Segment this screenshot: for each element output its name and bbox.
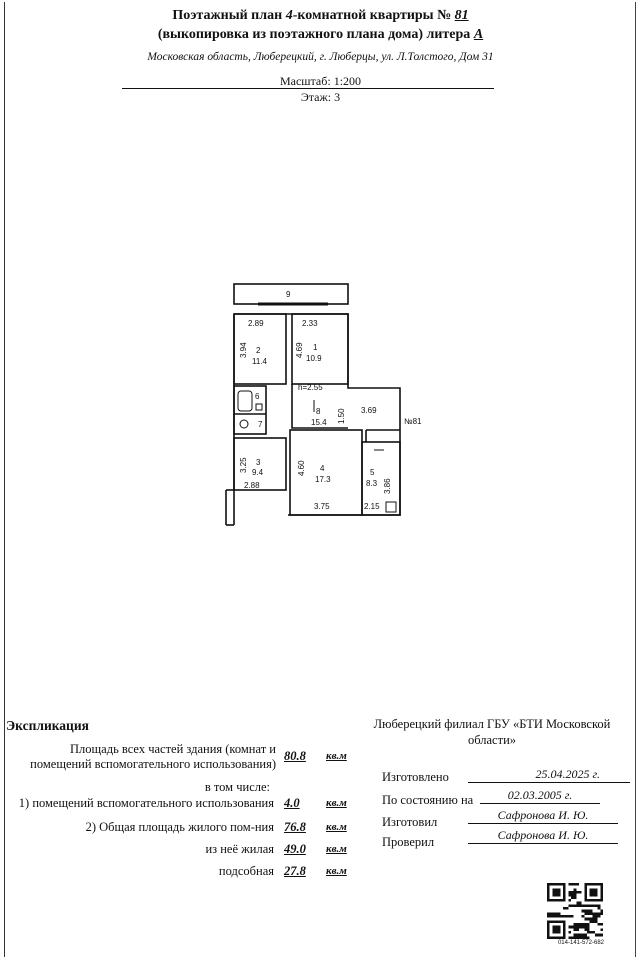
room-8-number: 8 bbox=[316, 407, 321, 416]
apartment-number: 81 bbox=[454, 8, 469, 23]
room-3-area: 9.4 bbox=[252, 468, 264, 477]
room-5-width: 2.15 bbox=[364, 502, 380, 511]
floor-plan: 9 2.89 2 11.4 3.94 2.33 1 10.9 4.69 h=2.… bbox=[225, 283, 422, 526]
room-4-number: 4 bbox=[320, 464, 325, 473]
made-label: Изготовлено bbox=[382, 770, 449, 784]
ceiling-height: h=2.55 bbox=[298, 383, 323, 392]
room-1-number: 1 bbox=[313, 343, 318, 352]
room-4-width: 3.75 bbox=[314, 502, 330, 511]
room-2-width: 2.89 bbox=[248, 319, 264, 328]
scale: Масштаб: 1:200 bbox=[279, 74, 362, 88]
room-2-area: 11.4 bbox=[252, 357, 268, 366]
qr-code bbox=[547, 883, 603, 939]
document-subtitle: (выкопировка из поэтажного плана дома) л… bbox=[157, 27, 484, 42]
checked-label: Проверил bbox=[382, 835, 435, 849]
room-3-width: 2.88 bbox=[244, 481, 260, 490]
room-5-number: 5 bbox=[370, 468, 375, 477]
explication-title: Экспликация bbox=[6, 718, 89, 733]
room-5-area: 8.3 bbox=[366, 479, 378, 488]
state-label: По состоянию на bbox=[382, 793, 474, 807]
state-date: 02.03.2005 г. bbox=[480, 788, 600, 804]
room-8-width: 3.69 bbox=[361, 406, 377, 415]
made-by-label: Изготовил bbox=[382, 815, 438, 829]
room-3-depth: 3.25 bbox=[239, 457, 248, 473]
room-3-number: 3 bbox=[256, 458, 261, 467]
balcony-label: 9 bbox=[286, 290, 291, 299]
room-1-width: 2.33 bbox=[302, 319, 318, 328]
balcony-outline bbox=[233, 283, 349, 305]
document-title: Поэтажный план 4-комнатной квартиры № 81 bbox=[172, 8, 469, 23]
room-8-area: 15.4 bbox=[311, 418, 327, 427]
room-8-depth: 1.50 bbox=[337, 408, 346, 424]
room-4-depth: 4.60 bbox=[297, 460, 306, 476]
room-6-number: 6 bbox=[255, 392, 260, 401]
page-border bbox=[4, 2, 636, 957]
room-2-depth: 3.94 bbox=[239, 342, 248, 358]
floor: Этаж: 3 bbox=[300, 90, 341, 104]
litera: А bbox=[473, 27, 484, 42]
made-date: 25.04.2025 г. bbox=[468, 767, 630, 783]
header-divider bbox=[122, 88, 494, 89]
room-1-depth: 4.69 bbox=[295, 342, 304, 358]
organization-name: Люберецкий филиал ГБУ «БТИ Московской об… bbox=[373, 717, 611, 747]
room-1-area: 10.9 bbox=[306, 354, 322, 363]
address: Московская область, Люберецкий, г. Любер… bbox=[147, 51, 494, 63]
checked-name: Сафронова И. Ю. bbox=[468, 828, 618, 844]
apartment-label: №81 bbox=[404, 417, 422, 426]
qr-code-number: 014-141-572-682 bbox=[557, 940, 605, 946]
room-2-number: 2 bbox=[256, 346, 261, 355]
made-by-name: Сафронова И. Ю. bbox=[468, 808, 618, 824]
room-7-number: 7 bbox=[258, 420, 263, 429]
room-4-area: 17.3 bbox=[315, 475, 331, 484]
room-5-depth: 3.86 bbox=[383, 478, 392, 494]
